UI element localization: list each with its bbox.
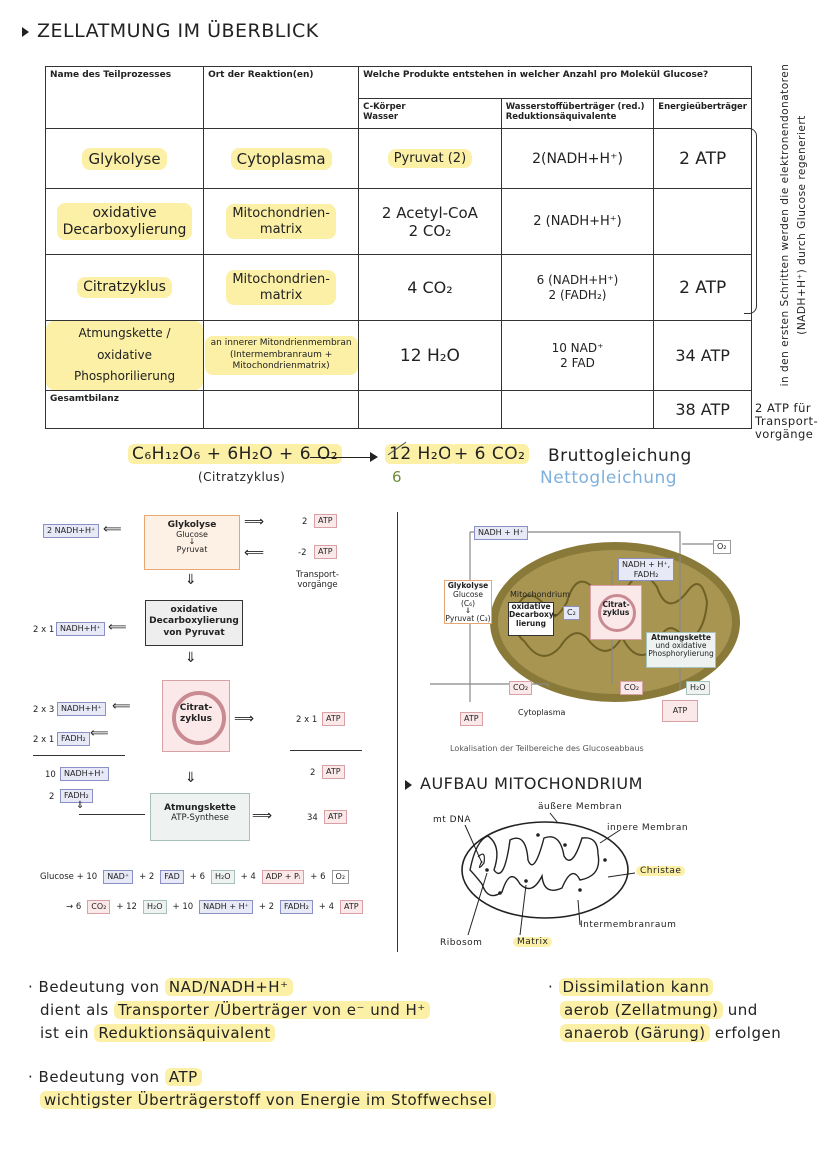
side-note-vertical: in den ersten Schritten werden die elekt… <box>779 63 808 387</box>
transport-label: Transport- vorgänge <box>296 570 339 590</box>
equation-sub: (Citratzyklus) <box>198 470 286 484</box>
atp-tag: ATP <box>314 514 337 528</box>
header-energy-carrier: Energieüberträger <box>653 98 752 129</box>
label-ribosom: Ribosom <box>440 938 483 948</box>
nadh-tag: NADH+H⁺ <box>56 622 105 636</box>
figure-caption: Lokalisation der Teilbereiche des Glucos… <box>450 744 644 753</box>
sum-line <box>33 755 125 756</box>
arrow-left-icon: ⟸ <box>90 726 109 741</box>
atp-tag: ATP <box>314 545 337 559</box>
equation-left: C₆H₁₂O₆ + 6H₂O + 6 O₂ <box>128 444 343 464</box>
fadh-tag: FADH₂ <box>57 732 90 746</box>
header-carbon: C-Körper Wasser <box>358 98 502 129</box>
note-atp: · Bedeutung von ATP wichtigster Überträg… <box>28 1066 497 1112</box>
equation-product-co2: + 6 CO₂ <box>450 444 530 464</box>
netto-label: Nettogleichung <box>540 468 678 488</box>
bullet-triangle-icon <box>22 26 29 37</box>
arrow-left-icon: ⟸ <box>103 522 122 537</box>
nadh-tag: NADH+H⁺ <box>57 702 106 716</box>
summary-equation-1: Glucose + 10 NAD⁺ + 2 FAD + 6 H₂O + 4 AD… <box>40 870 350 884</box>
sum-line <box>290 750 362 751</box>
atp-tag: ATP <box>322 712 345 726</box>
oxdec-box-small: oxidative Decarboxy- lierung <box>508 602 557 636</box>
note-nad: · Bedeutung von NAD/NADH+H⁺ dient als Tr… <box>28 976 430 1045</box>
label-matrix: Matrix <box>513 937 553 947</box>
mito-section-title: AUFBAU MITOCHONDRIUM <box>405 774 643 793</box>
table-row: Citratzyklus Mitochondrien- matrix 4 CO₂… <box>44 254 752 321</box>
table-row: Atmungskette / oxidative Phosphorilierun… <box>44 320 752 391</box>
note-dissimilation: · Dissimilation kann aerob (Zellatmung) … <box>548 978 782 1042</box>
co2-tag: CO₂ <box>509 681 533 695</box>
page-title: ZELLATMUNG IM ÜBERBLICK <box>22 20 319 42</box>
down-arrow-icon: ⇓ <box>76 800 85 811</box>
arrow-left-icon: ⟸ <box>112 699 131 714</box>
down-arrow-icon: ⇓ <box>185 650 197 666</box>
citrat-box: Citrat- zyklus <box>162 680 230 752</box>
cycle-icon <box>172 691 226 745</box>
label-inner-membrane: innere Membran <box>607 823 689 833</box>
bullet-triangle-icon <box>405 779 412 790</box>
header-location: Ort der Reaktion(en) <box>203 66 360 129</box>
divider-vertical <box>397 512 398 952</box>
down-arrow-icon: ⇓ <box>185 770 197 786</box>
header-products: Welche Produkte entstehen in welcher Anz… <box>358 66 752 99</box>
mitochondrion-sketch <box>461 812 636 936</box>
arrow-right-icon: ⟹ <box>252 808 273 824</box>
o2-tag: O₂ <box>713 540 731 554</box>
arrow-left-icon: ⟸ <box>108 620 127 635</box>
co2-tag: CO₂ <box>620 681 644 695</box>
table-row-total: Gesamtbilanz 38 ATP <box>44 390 752 429</box>
equation-product-water: 12 H₂O <box>385 444 457 464</box>
fadh-tag: FADH₂ <box>60 789 93 803</box>
header-hydrogen-carrier: Wasserstoffüberträger (red.) Reduktionsä… <box>500 98 655 129</box>
arrow-right-icon: ⟹ <box>244 514 265 530</box>
table-row: Glykolyse Cytoplasma Pyruvat (2) 2(NADH+… <box>44 128 752 189</box>
down-arrow-icon: ⇓ <box>185 572 197 588</box>
atmungskette-box: Atmungskette ATP-Synthese <box>150 793 250 841</box>
arrow-right-icon: ⟹ <box>234 711 255 727</box>
equation-water-corrected: 6 <box>392 468 403 486</box>
table-row: oxidative Decarboxylierung Mitochondrien… <box>44 188 752 255</box>
label-cristae: Christae <box>636 866 686 876</box>
nadh-tag: NADH+H⁺ <box>60 767 109 781</box>
reaction-arrow-icon <box>310 457 372 458</box>
transport-note: 2 ATP für Transport- vorgänge <box>755 401 819 442</box>
atp-left-tag: ATP <box>460 712 483 726</box>
citrat-box-small: Citrat- zyklus <box>590 585 642 640</box>
header-process: Name des Teilprozesses <box>44 66 205 129</box>
atp-tag: ATP <box>324 810 347 824</box>
nadh-fadh-tag: NADH + H⁺, FADH₂ <box>618 558 675 582</box>
brutto-label: Bruttogleichung <box>548 446 692 466</box>
nadh-glykolyse-tag: 2 NADH+H⁺ <box>43 524 100 538</box>
down-arrow-icon: ⇓ <box>464 606 472 615</box>
connector-line <box>79 814 145 815</box>
nadh-top-tag: NADH + H⁺ <box>474 526 528 540</box>
bracket-icon <box>744 128 757 314</box>
glykolyse-box: Glykolyse Glucose ↓ Pyruvat <box>144 515 240 570</box>
down-arrow-icon: ↓ <box>188 537 196 546</box>
h2o-tag: H₂O <box>686 681 710 695</box>
glykolyse-box-small: Glykolyse Glucose (C₆) ⇓ Pyruvat (C₃) <box>444 580 492 624</box>
atp-tag: ATP <box>322 765 345 779</box>
overview-table: Name des Teilprozesses Ort der Reaktion(… <box>44 66 752 429</box>
summary-equation-2: → 6 CO₂ + 12 H₂O + 10 NADH + H⁺ + 2 FADH… <box>66 900 363 914</box>
atp-right-tag: ATP <box>662 700 698 722</box>
c2-tag: C₂ <box>563 606 580 620</box>
atmungskette-box-small: Atmungskette und oxidative Phosphorylier… <box>646 632 716 668</box>
label-outer-membrane: äußere Membran <box>538 802 623 812</box>
oxdec-box: oxidative Decarboxylierung von Pyruvat <box>145 600 243 646</box>
cycle-icon <box>598 594 636 632</box>
arrow-left-icon: ⟸ <box>244 545 265 561</box>
label-mtdna: mt DNA <box>433 815 471 825</box>
label-intermembrane: Intermembranraum <box>580 920 677 930</box>
arrow-head-icon <box>370 452 378 462</box>
